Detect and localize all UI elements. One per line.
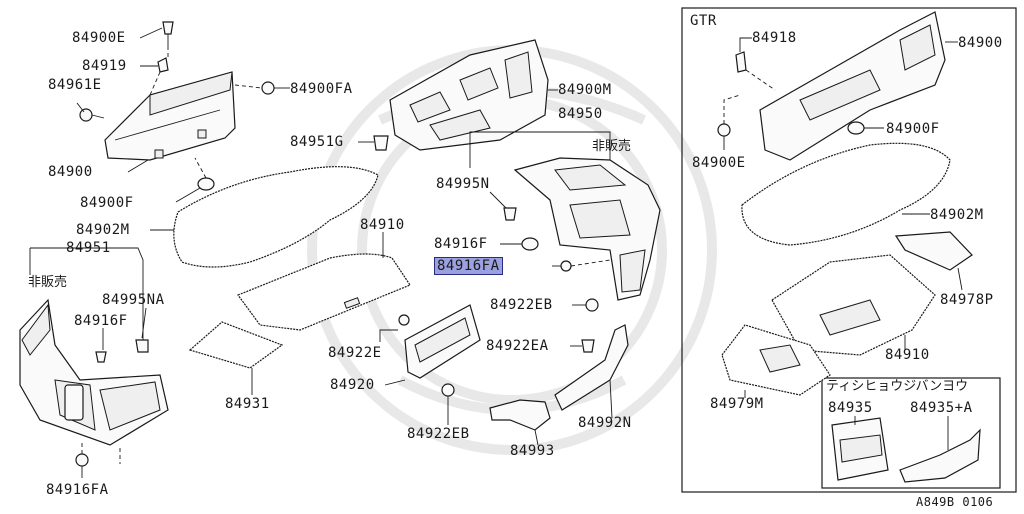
gtr-side-trim-84900 [759, 11, 958, 161]
label-84900e-top: 84900E [72, 30, 126, 46]
label-84995n: 84995N [436, 176, 490, 192]
label-84935a: 84935+A [910, 400, 973, 416]
label-84918: 84918 [752, 30, 797, 46]
storage-box-84950 [513, 157, 661, 301]
label-84902m-gtr: 84902M [930, 207, 984, 223]
gtr-plug-84900f [847, 121, 884, 135]
bracket-84993 [489, 399, 551, 446]
label-not-for-sale-mid: 非販売 [592, 139, 632, 154]
label-84900e-gtr: 84900E [692, 155, 746, 171]
label-84920: 84920 [330, 377, 375, 393]
label-84979m: 84979M [710, 396, 764, 412]
label-84902m-left: 84902M [76, 222, 130, 238]
label-84910-gtr: 84910 [885, 347, 930, 363]
label-84900f-gtr: 84900F [886, 121, 940, 137]
storage-tray-84951 [19, 298, 169, 446]
rail-84992n [554, 324, 629, 419]
label-84978p: 84978P [940, 292, 994, 308]
clip-84922e [379, 314, 410, 342]
label-not-for-sale-left: 非販売 [28, 275, 68, 290]
side-trim-panel-left [104, 71, 236, 161]
clip-84922eb-bottom [441, 383, 455, 425]
label-84951: 84951 [66, 240, 111, 256]
clip-84995n [489, 191, 517, 221]
gtr-panel-84978p [894, 231, 973, 291]
label-84961e: 84961E [48, 77, 102, 93]
label-84916f-mid: 84916F [434, 236, 488, 252]
label-84935: 84935 [828, 400, 873, 416]
label-84916f-left: 84916F [74, 313, 128, 329]
sub-part-84935a [899, 416, 981, 483]
label-84922ea: 84922EA [486, 338, 549, 354]
label-84922e: 84922E [328, 345, 382, 361]
label-84900m: 84900M [558, 82, 612, 98]
board-84910 [237, 253, 411, 331]
gtr-screw-84900e [717, 94, 741, 150]
clip-84919 [157, 57, 169, 73]
sub-frame [821, 377, 1001, 489]
screw-84916fa-mid [552, 259, 611, 272]
label-84993: 84993 [510, 443, 555, 459]
leaders-left [76, 27, 290, 231]
gtr-board-84910 [771, 254, 936, 356]
clip-84900e [162, 21, 174, 46]
label-84950: 84950 [558, 106, 603, 122]
label-84992n: 84992N [578, 415, 632, 431]
label-84900f-left: 84900F [80, 195, 134, 211]
label-84919: 84919 [82, 58, 127, 74]
label-84910-mid: 84910 [360, 217, 405, 233]
clip-84916f-left [95, 351, 107, 363]
clip-84922eb-top [572, 298, 599, 312]
sub-part-84935 [831, 416, 889, 481]
plug-84900f-left [197, 177, 215, 191]
board-84931 [188, 321, 284, 369]
gtr-floor-mat-84902m [741, 142, 951, 246]
gtr-board-84979m [721, 324, 831, 398]
label-84922eb-top: 84922EB [490, 297, 553, 313]
label-84900-left: 84900 [48, 164, 93, 180]
label-84916fa-mid-highlighted[interactable]: 84916FA [434, 257, 503, 275]
label-84922eb-bottom: 84922EB [407, 426, 470, 442]
trunk-board-84900m [389, 39, 549, 151]
gtr-clip-84918 [735, 37, 776, 91]
floor-mat-84902m [173, 166, 379, 268]
label-84900-gtr: 84900 [958, 35, 1003, 51]
label-84931: 84931 [225, 396, 270, 412]
diagram-code: A849B 0106 [916, 495, 994, 509]
screw-84961e [79, 108, 105, 122]
screw-84900fa-top [261, 81, 275, 95]
clip-84951g [358, 135, 389, 151]
plug-84916f-mid [500, 237, 539, 251]
label-84916fa-bottom: 84916FA [46, 482, 109, 498]
gtr-frame [681, 7, 1017, 493]
clip-84995na [135, 339, 149, 353]
sub-box-title: ティシヒョウジバンヨウ [826, 379, 969, 394]
clip-84922ea [570, 339, 595, 353]
bracket-84920 [404, 304, 481, 379]
leaders-tray [29, 247, 147, 478]
label-84900fa-top: 84900FA [290, 81, 353, 97]
screw-84916fa-bottom [75, 453, 89, 467]
gtr-title: GTR [690, 13, 717, 29]
label-84995na: 84995NA [102, 292, 165, 308]
label-84951g: 84951G [290, 134, 344, 150]
